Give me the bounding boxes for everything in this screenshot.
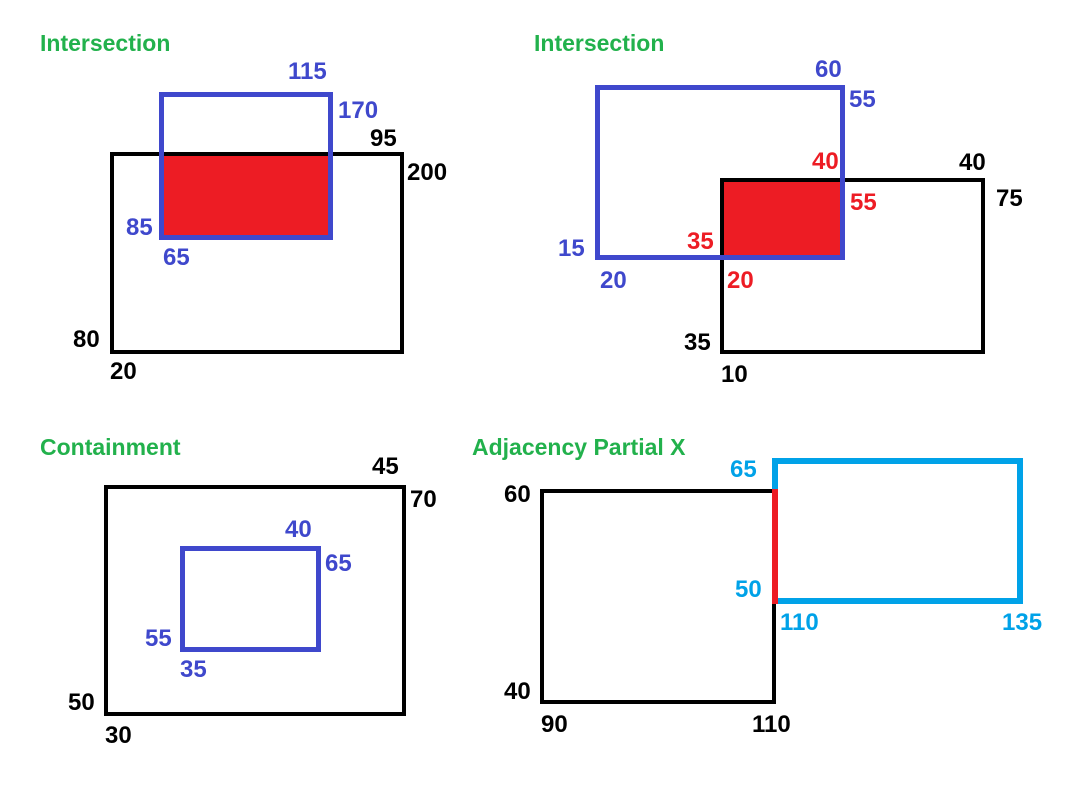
panel-title-intersection-2: Intersection [534, 30, 665, 56]
panel1-label-black-right: 200 [407, 159, 448, 186]
panel4-label-black-top-left: 60 [504, 481, 531, 508]
panel3-label-blue-bottom: 35 [180, 656, 207, 683]
panel1-label-blue-bottom: 65 [163, 244, 190, 271]
panel2-label-black-bottom: 10 [721, 361, 748, 388]
panel2-label-blue-top: 60 [815, 56, 842, 83]
panel2-label-blue-left: 15 [558, 235, 585, 262]
panel2-blue-rectangle [595, 85, 845, 260]
panel2-label-red-bottom: 20 [727, 267, 754, 294]
panel1-label-blue-top: 115 [288, 58, 327, 85]
panel1-blue-rectangle [159, 92, 333, 240]
panel2-label-red-left: 35 [687, 228, 714, 255]
panel2-label-red-right: 55 [850, 189, 877, 216]
panel1-label-black-top-right: 95 [370, 125, 397, 152]
panel3-label-black-left: 50 [68, 689, 95, 716]
panel3-label-blue-right: 65 [325, 550, 352, 577]
panel3-black-rectangle [104, 485, 406, 716]
panel-title-containment: Containment [40, 434, 181, 460]
panel3-label-blue-left: 55 [145, 625, 172, 652]
panel1-label-blue-right-top: 170 [338, 97, 379, 124]
panel3-label-black-bottom: 30 [105, 722, 132, 749]
panel1-intersection-fill [163, 156, 330, 236]
panel2-black-rectangle [720, 178, 985, 354]
panel4-label-black-bottom-x1: 90 [541, 711, 568, 738]
panel1-label-blue-left: 85 [126, 214, 153, 241]
panel4-label-cyan-bottom-right: 135 [1002, 609, 1043, 636]
panel1-label-black-left: 80 [73, 326, 100, 353]
panel-title-adjacency-partial-x: Adjacency Partial X [472, 434, 686, 460]
panel4-label-cyan-top-left: 65 [730, 456, 757, 483]
panel2-label-black-left: 35 [684, 329, 711, 356]
panel4-cyan-rectangle [772, 458, 1023, 604]
panel1-label-black-bottom: 20 [110, 358, 137, 385]
panel2-label-blue-bottom: 20 [600, 267, 627, 294]
panel3-label-blue-top: 40 [285, 516, 312, 543]
panel3-label-black-top-right: 45 [372, 453, 399, 480]
panel4-label-cyan-mid-left: 50 [735, 576, 762, 603]
panel4-label-black-bottom-left: 40 [504, 678, 531, 705]
panel3-label-black-right: 70 [410, 486, 437, 513]
panel2-label-black-right: 75 [996, 185, 1023, 212]
panel4-shared-edge-segment [772, 489, 778, 604]
panel4-label-black-bottom-x2: 110 [752, 711, 791, 738]
panel1-black-rectangle [110, 152, 404, 354]
panel2-label-black-top-right: 40 [959, 149, 986, 176]
panel4-label-cyan-bottom-left: 110 [780, 609, 819, 636]
panel2-intersection-fill [724, 182, 844, 257]
panel2-label-red-top: 40 [812, 148, 839, 175]
panel3-blue-rectangle [180, 546, 321, 652]
panel-title-intersection-1: Intersection [40, 30, 171, 56]
panel2-label-blue-right-top: 55 [849, 86, 876, 113]
